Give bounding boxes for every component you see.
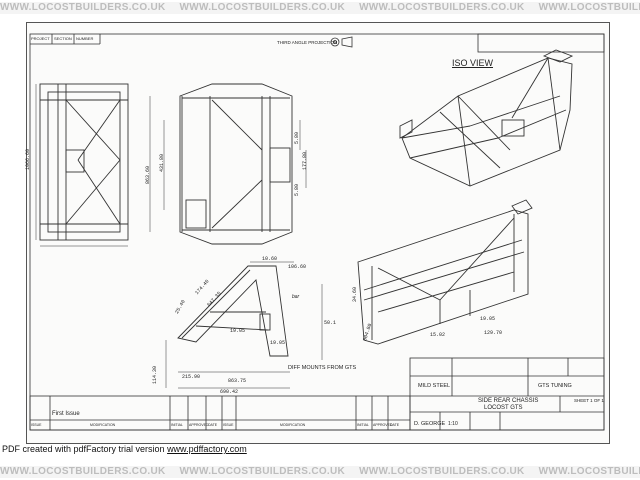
dim-left-height: 1066.60: [25, 148, 31, 170]
dim-mid-b: 177.80: [302, 151, 308, 170]
bar-label: bar: [292, 294, 300, 300]
dim-low-7: 50.1: [324, 320, 337, 326]
header-section: SECTION: [54, 36, 72, 41]
middle-view: [149, 83, 307, 245]
projection-symbol: [330, 37, 340, 47]
rev-header-date: DATE: [208, 423, 218, 427]
header-project: PROJECT: [31, 36, 50, 41]
title-block-lines: [29, 357, 605, 431]
dim-lr-5: 129.70: [484, 330, 503, 336]
rev-header-issue-2: ISSUE: [223, 423, 234, 427]
scale-value: 1:10: [448, 421, 458, 427]
dim-low-11: 863.75: [228, 378, 247, 384]
dim-lr-4: 19.05: [480, 316, 496, 322]
dim-low-12: 690.42: [220, 389, 239, 395]
company-name: GTS TUNING: [538, 383, 572, 389]
dim-low-1: 10.60: [262, 256, 278, 262]
rev-header-initial: INITIAL: [171, 423, 183, 427]
dim-low-8: 19.05: [270, 340, 286, 346]
dim-low-6: 19.05: [230, 328, 246, 334]
rev-header-mod: MODIFICATION: [90, 423, 116, 427]
rev-header-approved: APPROVED: [189, 423, 209, 427]
pdf-footer-link[interactable]: www.pdffactory.com: [167, 444, 247, 454]
header-number: NUMBER: [76, 36, 94, 41]
lower-side-view: [165, 261, 323, 389]
diff-mounts-note: DIFF MOUNTS FROM GTS: [288, 365, 357, 371]
revision-first-issue: First Issue: [52, 411, 80, 417]
iso-view-title: ISO VIEW: [452, 58, 494, 68]
sheet-number: SHEET 1 OF 1: [574, 398, 604, 403]
projection-label: THIRD ANGLE PROJECTION: [277, 40, 338, 45]
rev-header-issue: ISSUE: [31, 423, 42, 427]
drawing-sheet: [26, 22, 610, 444]
title-line-2: LOCOST GTS: [484, 405, 523, 411]
lower-right-view: [357, 199, 533, 345]
rev-header-date-2: DATE: [390, 423, 400, 427]
rev-header-mod-2: MODIFICATION: [280, 423, 306, 427]
pdf-footer: PDF created with pdfFactory trial versio…: [2, 444, 247, 454]
iso-view: [399, 49, 574, 187]
dim-low-9: 114.30: [152, 365, 158, 384]
title-line-1: SIDE REAR CHASSIS: [478, 398, 539, 404]
dim-low-10: 215.90: [182, 374, 201, 380]
dim-low-2: 106.60: [288, 264, 307, 270]
pdf-footer-text: PDF created with pdfFactory trial versio…: [2, 444, 168, 454]
material-label: MILD STEEL: [418, 383, 451, 389]
rev-header-approved-2: APPROVED: [373, 423, 393, 427]
left-view: [35, 83, 129, 247]
dim-mid-height: 863.60: [145, 165, 151, 184]
dim-lr-3: 15.02: [430, 332, 446, 338]
drawn-by: D. GEORGE: [414, 421, 446, 427]
dim-mid-a: 5.80: [294, 131, 300, 144]
rev-header-initial-2: INITIAL: [357, 423, 369, 427]
dim-mid-c: 5.80: [294, 183, 300, 196]
dim-lr-1: 34.60: [352, 286, 358, 302]
dim-mid-inner: 431.80: [159, 153, 165, 172]
